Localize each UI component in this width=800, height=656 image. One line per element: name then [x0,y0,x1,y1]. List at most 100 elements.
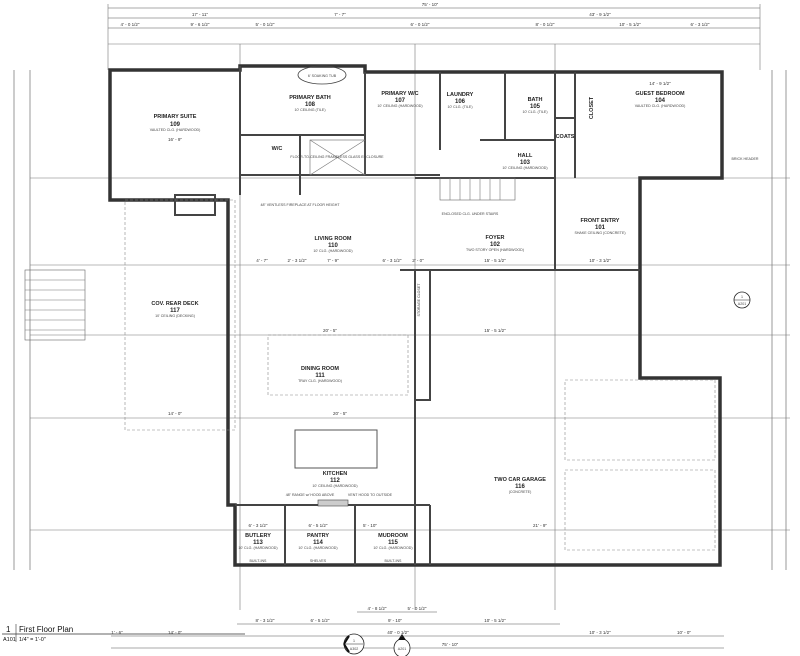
dimensions-bottom_segments-4: 10' - 0" [677,630,691,635]
rooms-17-name: PANTRY [307,533,329,539]
stairs [24,177,516,341]
dimensions-bottom_segments-2: 40' - 0 1/2" [387,630,409,635]
rooms-1-name: PRIMARY BATH [289,95,330,101]
soaking-tub [297,65,347,85]
rooms-18-note: 10' CLG. (HARDWOOD) [373,546,412,550]
rooms-4-note: 10' CLG. (TILE) [447,105,472,109]
rooms-19-name: TWO CAR GARAGE [494,477,546,483]
dimensions-interior-garage_bottom: 21' - 9" [533,523,547,528]
rooms-13-note: 10' CEILING (DECKING) [155,314,195,318]
rooms-9-name: HALL [518,153,533,159]
dimensions-bottom_small-1: 5' - 0 1/2" [408,606,427,611]
interior-walls [174,66,640,565]
sheet-section_markers-1-number: 2 [401,634,403,638]
rooms-6-name: COATS [556,134,575,140]
dim-top-mid: 7' - 7" [334,12,346,17]
rooms-18-name: MUDROOM [378,533,408,539]
brick-header-note: BRICK HEADER [732,157,759,161]
shelves-label: SHELVES [310,559,327,563]
rooms-14-name: DINING ROOM [301,366,339,372]
dimensions-interior-living_segments-4: 2' - 0" [412,258,424,263]
rooms-11-number: 101 [595,225,606,231]
dim-top-left: 17' - 11" [192,12,209,17]
dimensions-interior-pantry_width: 6' - 5 1/2" [309,523,328,528]
sheet-section_markers-1-sheet: A201 [398,647,406,651]
rooms-9-number: 103 [520,160,531,166]
built-ins-label: BUILT-INS [385,559,403,563]
rooms-9-note: 10' CEILING (HARDWOOD) [502,166,547,170]
shower [309,139,366,176]
dimensions-interior-garage_width: 15' - 5 1/2" [484,328,506,333]
rooms-14-note: TRAY CLG. (HARDWOOD) [298,379,342,383]
rooms-19-number: 116 [515,484,525,490]
dim-top-right: 43' - 9 1/2" [589,12,611,17]
dimensions-interior-living_segments-0: 4' - 7" [256,258,268,263]
dim-top-seg: 9' - 6 1/2" [191,22,210,27]
fireplace-note: 48" VENTLESS FIREPLACE AT FLOOR HEIGHT [260,203,340,207]
exterior-wall [108,64,724,567]
section-marker-a302[interactable]: 1 A302 [343,633,365,655]
rooms-1-note: 10' CEILING (TILE) [294,108,325,112]
dimensions-interior-front_entry_width: 10' - 3 1/2" [589,258,611,263]
rooms-0-name: PRIMARY SUITE [154,114,197,120]
rooms-0-note: VAULTED CLG. (HARDWOOD) [150,128,201,132]
vent-note: VENT HOOD TO OUTSIDE [348,493,393,497]
dim-top-seg: 6' - 3 1/2" [691,22,710,27]
dim-top-seg: 6' - 0 1/2" [411,22,430,27]
room-coats: COATS [556,134,575,140]
side-marker-a201[interactable]: 1 A201 [733,291,751,309]
dim-overall-top: 75' - 10" [422,2,439,7]
dimensions-bottom_segments-3: 10' - 3 1/2" [589,630,611,635]
dim-top-seg: 5' - 0 1/2" [256,22,275,27]
dimensions-interior-guest_width: 14' - 9 1/2" [649,81,671,86]
rooms-18-number: 115 [388,540,398,546]
dimensions-bottom_inner-3: 10' - 5 1/2" [484,618,506,623]
rooms-14-number: 111 [315,373,325,379]
dimensions-interior-dining_bottom: 20' - 5" [333,411,347,416]
dimensions-interior-primary_suite_width: 16' - 9" [168,137,182,142]
rooms-4-number: 106 [455,99,466,105]
dimensions-bottom_segments-0: 1' - 6" [111,630,123,635]
rooms-10-number: 102 [490,242,501,248]
view-title-text: First Floor Plan [19,625,73,634]
dimensions-interior-mudroom_width: 5' - 10" [363,523,377,528]
rooms-10-note: TWO STORY OPEN (HARDWOOD) [466,248,524,252]
rooms-1-number: 108 [305,102,316,108]
rooms-11-name: FRONT ENTRY [581,218,620,224]
rooms-13-number: 117 [170,308,180,314]
sheet-section_markers-0-number: 1 [353,639,355,643]
dim-overall-bottom: 75' - 10" [442,642,459,647]
grid-lines [30,44,790,610]
stairs-note: ENCLOSED CLG. UNDER STAIRS [442,212,499,216]
notes: 48" VENTLESS FIREPLACE AT FLOOR HEIGHT F… [250,155,759,563]
rooms-19-note: (CONCRETE) [509,490,532,494]
rooms-3-name: PRIMARY W/C [381,91,418,97]
dim-top-seg: 4' - 0 1/2" [121,22,140,27]
dimensions-bottom_segments-1: 14' - 0" [168,630,182,635]
sheet-section_markers-0-sheet: A302 [350,647,358,651]
dimensions-bottom_inner-1: 6' - 5 1/2" [311,618,330,623]
rooms-12-number: 110 [328,243,338,249]
rooms-5-note: 10' CLG. (TILE) [522,110,547,114]
rooms-17-number: 114 [313,540,323,546]
dimensions-interior-foyer_width: 15' - 5 1/2" [484,258,506,263]
dim-top-seg: 10' - 5 1/2" [619,22,641,27]
room-wic: W/C [272,146,283,152]
rooms-12-name: LIVING ROOM [315,236,352,242]
dimensions-interior-dining_width: 20' - 5" [323,328,337,333]
section-marker-a201[interactable]: 2 A201 [393,634,411,656]
rooms-8-name: GUEST BEDROOM [635,91,685,97]
